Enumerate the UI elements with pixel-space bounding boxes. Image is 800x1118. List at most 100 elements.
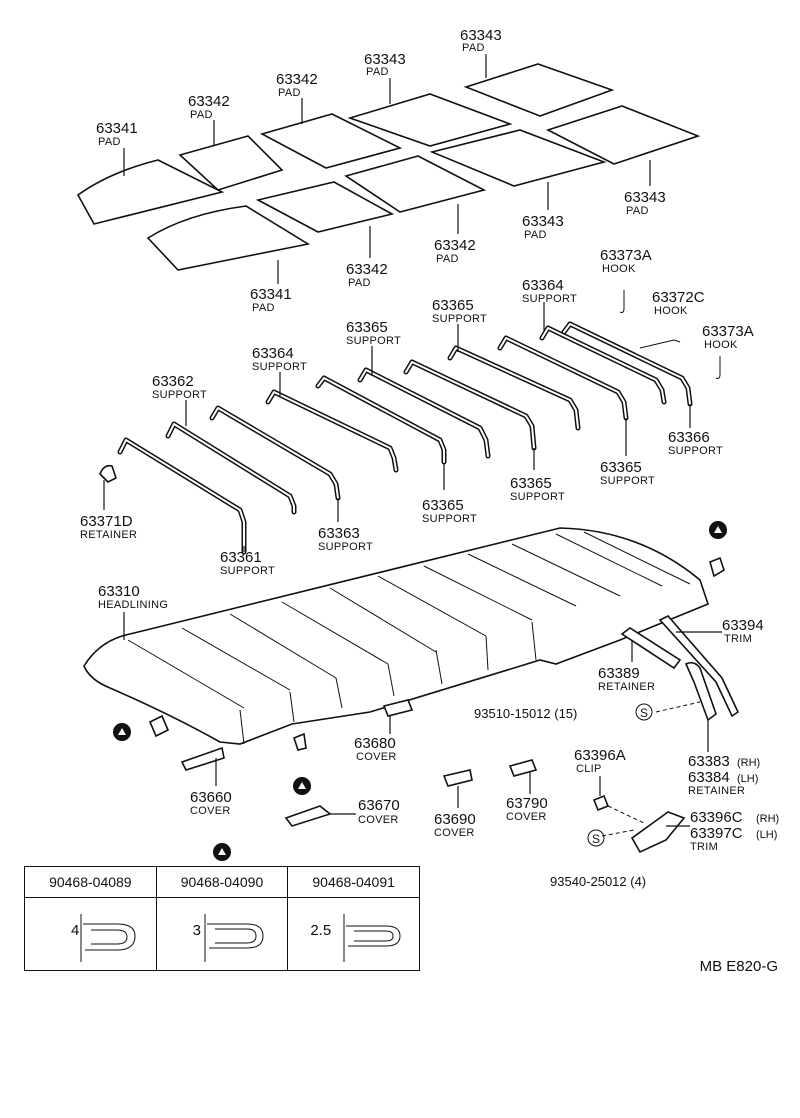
clip-cell-1: 4 xyxy=(24,897,157,971)
label-name-63342a: PAD xyxy=(278,87,301,99)
pad-63343-top xyxy=(463,63,615,117)
label-pn-63342c: 63342 xyxy=(434,237,476,254)
label-name-63341a: PAD xyxy=(98,136,121,148)
label-name-63365d: SUPPORT xyxy=(510,491,565,503)
support-bar-2 xyxy=(165,421,297,515)
clip-cell-3: 2.5 xyxy=(287,897,420,971)
label-pn-63373a2: 63373A xyxy=(702,323,754,340)
label-name-63373a1: HOOK xyxy=(602,263,636,275)
label-name-63372c: HOOK xyxy=(654,305,688,317)
triangle-marks xyxy=(113,521,727,861)
label-name-63365e: SUPPORT xyxy=(422,513,477,525)
label-name-63365b: SUPPORT xyxy=(346,335,401,347)
label-pn-93510: 93510-15012 (15) xyxy=(474,706,577,721)
label-pn-63396a: 63396A xyxy=(574,747,626,764)
pad-63343-second xyxy=(347,93,513,147)
label-name-63343a: PAD xyxy=(462,42,485,54)
label-pn-63690: 63690 xyxy=(434,811,476,828)
retainer-63383 xyxy=(684,661,717,752)
hooks xyxy=(619,290,721,379)
trim-63394 xyxy=(658,615,740,718)
label-name-63341b: PAD xyxy=(252,302,275,314)
label-pn-63365e: 63365 xyxy=(422,497,464,514)
label-pn-63365d: 63365 xyxy=(510,475,552,492)
label-pn-63365c: 63365 xyxy=(600,459,642,476)
retainer-63389 xyxy=(620,627,682,670)
pad-63342-upper-b xyxy=(178,135,284,191)
label-pn-63343a: 63343 xyxy=(460,27,502,44)
label-suffix-63384: (LH) xyxy=(737,773,758,785)
cover-63660 xyxy=(180,746,225,786)
label-name-63363: SUPPORT xyxy=(318,541,373,553)
label-pn-63362: 63362 xyxy=(152,373,194,390)
cover-63690 xyxy=(442,769,473,808)
pad-row-lower xyxy=(146,105,701,271)
label-pn-63396c: 63396C xyxy=(690,809,743,826)
cover-63680 xyxy=(382,699,414,734)
label-pn-63363: 63363 xyxy=(318,525,360,542)
clip-cell-2: 3 xyxy=(155,897,289,971)
label-name-63670: COVER xyxy=(358,814,399,826)
label-name-63342d: PAD xyxy=(348,277,371,289)
clip-right-top xyxy=(709,556,725,578)
clip-size-2: 3 xyxy=(192,922,201,939)
clip-left xyxy=(148,714,170,738)
clip-header-2: 90468-04090 xyxy=(155,866,289,898)
clip-size-3: 2.5 xyxy=(310,922,332,939)
labels: 63343 PAD 63343 PAD 63342 PAD 63342 PAD … xyxy=(80,27,779,889)
label-pn-63361: 63361 xyxy=(220,549,262,566)
support-leaders xyxy=(103,302,691,552)
cover-63670 xyxy=(284,805,356,827)
label-pn-63341a: 63341 xyxy=(96,120,138,137)
label-name-63394: TRIM xyxy=(724,633,752,645)
pad-63342-lower-a xyxy=(344,155,487,213)
label-name-63790: COVER xyxy=(506,811,547,823)
label-pn-63364b: 63364 xyxy=(252,345,294,362)
label-pn-63394: 63394 xyxy=(722,617,764,634)
clip-63396a xyxy=(592,776,647,825)
triangle-mark-icon xyxy=(213,843,231,861)
label-name-63397c: TRIM xyxy=(690,841,718,853)
label-pn-63310: 63310 xyxy=(98,583,140,600)
label-name-63396a: CLIP xyxy=(576,763,602,775)
label-name-63373a2: HOOK xyxy=(704,339,738,351)
label-name-63343d: PAD xyxy=(524,229,547,241)
pad-leaders xyxy=(123,54,651,284)
retainer-63371d xyxy=(99,464,117,483)
label-pn-63343d: 63343 xyxy=(522,213,564,230)
s-mark-text: S xyxy=(592,832,600,846)
label-pn-63364a: 63364 xyxy=(522,277,564,294)
pad-63343-right xyxy=(545,105,701,165)
label-pn-63342b: 63342 xyxy=(188,93,230,110)
label-suffix-63383: (RH) xyxy=(737,757,760,769)
clip-drawing-icon xyxy=(343,914,401,962)
triangle-mark-icon xyxy=(709,521,727,539)
label-pn-63365b: 63365 xyxy=(346,319,388,336)
support-bars xyxy=(117,321,693,555)
label-pn-63366: 63366 xyxy=(668,429,710,446)
label-suffix-63397c: (LH) xyxy=(756,829,777,841)
pad-63341-upper xyxy=(76,159,225,225)
label-pn-93540: 93540-25012 (4) xyxy=(550,874,646,889)
diagram-reference-code: MB E820-G xyxy=(699,958,778,975)
trim-63396c xyxy=(601,811,690,854)
clip-table-drawing-row: 4 3 2.5 xyxy=(24,897,420,971)
label-pn-63372c: 63372C xyxy=(652,289,705,306)
clip-table-header-row: 90468-04089 90468-04090 90468-04091 xyxy=(24,866,420,898)
pad-63343-lower xyxy=(429,129,607,187)
label-name-63366: SUPPORT xyxy=(668,445,723,457)
label-name-63342c: PAD xyxy=(436,253,459,265)
clip-size-table: 90468-04089 90468-04090 90468-04091 4 3 … xyxy=(24,866,420,971)
label-pn-63397c: 63397C xyxy=(690,825,743,842)
pad-63341-lower xyxy=(146,205,311,271)
label-pn-63790: 63790 xyxy=(506,795,548,812)
label-pn-63343c: 63343 xyxy=(624,189,666,206)
label-name-63660: COVER xyxy=(190,805,231,817)
label-pn-63389: 63389 xyxy=(598,665,640,682)
hook-63373a-right xyxy=(715,356,721,379)
label-name-63365c: SUPPORT xyxy=(600,475,655,487)
hook-63372c xyxy=(639,339,681,349)
triangle-mark-icon xyxy=(113,723,131,741)
pad-63342-upper-a xyxy=(259,113,403,169)
clip-drawing-icon xyxy=(80,914,136,962)
